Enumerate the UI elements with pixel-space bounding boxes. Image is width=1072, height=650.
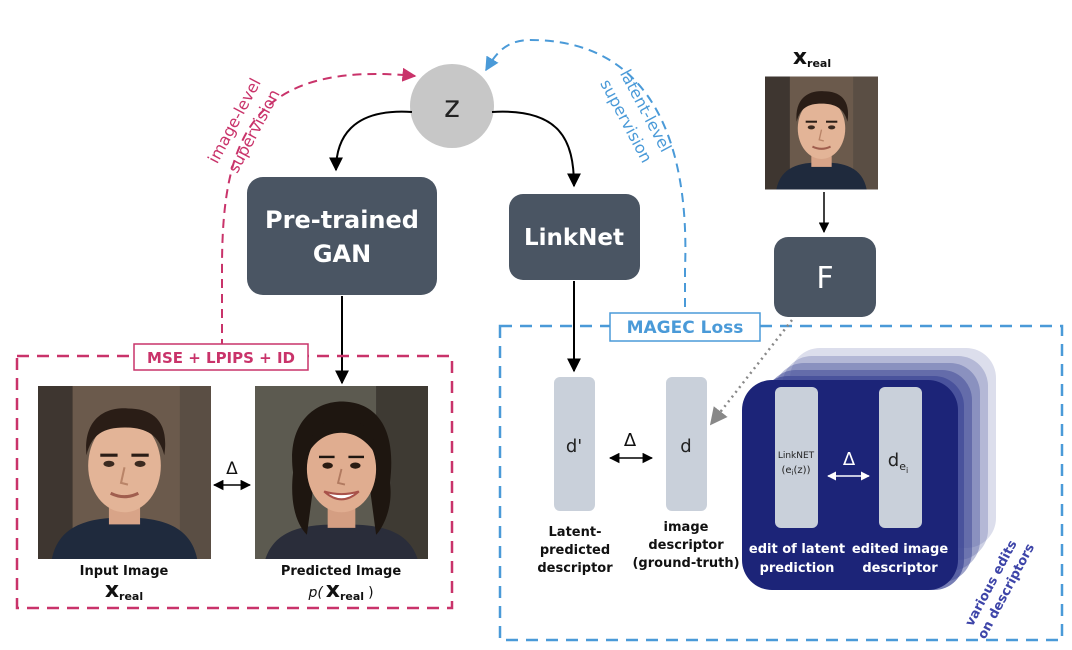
predicted-pxreal: p(xreal) (307, 578, 373, 603)
input-x: x (105, 578, 119, 603)
de-base: d (888, 450, 899, 471)
edit-delta-symbol: Δ (843, 449, 856, 470)
pred-suffix: ) (368, 585, 373, 601)
f-node (774, 237, 876, 317)
magec-title-box (609, 312, 761, 342)
image-delta-symbol: Δ (226, 459, 238, 479)
male-face-image (765, 76, 878, 190)
f-to-d-dotted-arrow (709, 319, 793, 426)
predicted-female-face-image (255, 386, 428, 559)
latent-pred-caption-2: predicted (540, 543, 610, 558)
z-to-gan-arrow (329, 110, 413, 172)
image-desc-caption-2: descriptor (648, 538, 724, 553)
edit-front-card (742, 380, 958, 590)
f-label: F (816, 261, 833, 296)
image-desc-caption-3: (ground-truth) (632, 556, 739, 571)
linknet-node (509, 194, 640, 280)
z-label: z (444, 90, 460, 125)
dprime-descriptor-bar (554, 377, 595, 511)
edit-latent-caption-2: prediction (760, 561, 835, 576)
input-image-caption: Input Image (80, 564, 169, 579)
input-photo (38, 386, 211, 559)
linknet-small-label: LinkNET (778, 451, 815, 461)
de-label: dei (888, 450, 908, 475)
input-xreal: xreal (105, 578, 143, 603)
magec-loss-box (498, 324, 1064, 642)
image-level-supervision-label: image-level supervision (204, 75, 284, 176)
pred-x: x (326, 578, 340, 603)
edit-latent-bar (775, 387, 818, 528)
pretrained-gan-node (247, 177, 437, 295)
predicted-photo (255, 386, 428, 559)
dprime-label: d' (566, 436, 582, 457)
latent-pred-caption-3: descriptor (537, 561, 613, 576)
gan-label-line2: GAN (313, 240, 371, 268)
edited-image-caption-1: edited image (852, 542, 949, 557)
magec-title: MAGEC Loss (627, 318, 744, 338)
mse-loss-box (15, 354, 454, 610)
input-x-sub: real (119, 590, 143, 603)
latent-pred-caption-1: Latent- (549, 525, 602, 540)
image-desc-caption-1: image (664, 520, 709, 535)
linknet-arg-prefix: (e (782, 465, 792, 476)
latent-level-supervision-label: latent-level supervision (596, 66, 675, 166)
top-x: x (793, 45, 807, 70)
image-level-supervision-arrow (221, 67, 417, 348)
d-descriptor-bar (666, 377, 707, 511)
top-xreal-label: xreal (793, 45, 831, 70)
pred-x-sub: real (340, 590, 364, 603)
edited-image-bar (879, 387, 922, 528)
input-male-face-image (38, 386, 211, 559)
z-node (410, 64, 494, 148)
gan-label-line1: Pre-trained (265, 206, 419, 234)
de-sub: e (899, 460, 906, 473)
linknet-arg-sub: i (792, 469, 794, 477)
edited-image-caption-2: descriptor (862, 561, 938, 576)
top-real-photo (765, 76, 878, 190)
descriptor-delta-symbol: Δ (624, 430, 637, 451)
pred-prefix: p( (307, 585, 323, 601)
predicted-image-caption: Predicted Image (281, 564, 402, 579)
linknet-label: LinkNet (524, 225, 624, 251)
mse-title-box (133, 343, 309, 371)
d-label: d (680, 436, 691, 457)
latent-level-supervision-arrow (485, 38, 687, 322)
linknet-arg-suffix: (z)) (794, 465, 811, 476)
mse-title: MSE + LPIPS + ID (147, 349, 295, 367)
top-x-sub: real (807, 57, 831, 70)
de-subsub: i (906, 466, 908, 475)
edit-latent-caption-1: edit of latent (749, 542, 845, 557)
linknet-small-arg: (ei(z)) (782, 465, 811, 477)
z-to-linknet-arrow (491, 110, 581, 188)
